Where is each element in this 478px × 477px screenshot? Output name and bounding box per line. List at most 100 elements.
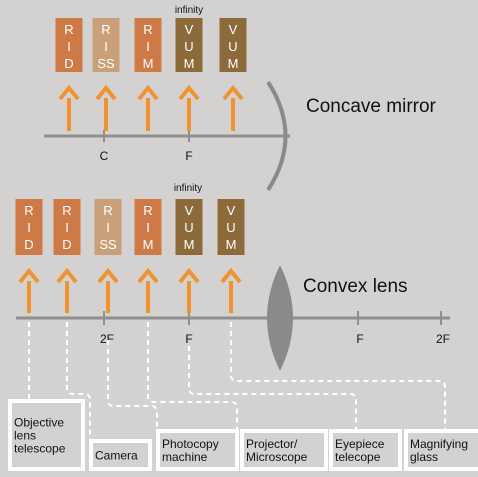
lens-image-6-letter-1: V (227, 203, 236, 218)
lens-arrow-head-1 (18, 267, 40, 284)
lens-image-2-letter-2: I (65, 220, 69, 235)
use-connectors (28, 322, 446, 440)
use-connector-6 (230, 322, 446, 430)
mirror-image-box-2 (92, 18, 120, 72)
use-box-4-line-1: Projector/ (246, 437, 298, 451)
lens-image-box-6 (217, 199, 245, 255)
lens-image-5: VUM (175, 199, 203, 313)
use-box-inner-4 (244, 433, 324, 467)
use-box-3-line-1: Photocopy (162, 437, 219, 451)
lens-image-1-letter-1: R (24, 203, 33, 218)
use-box-2-line-1: Camera (95, 449, 138, 463)
use-box-5-line-2: telecope (335, 450, 381, 464)
mirror-image-4-letter-1: V (185, 22, 194, 37)
mirror-image-3-letter-1: R (143, 22, 152, 37)
mirror-image-3: RIM (134, 18, 162, 131)
lens-image-1-letter-2: I (27, 220, 31, 235)
mirror-image-box-4 (175, 18, 203, 72)
use-connector-3 (107, 340, 158, 430)
use-box-4-line-2: Microscope (246, 450, 308, 464)
mirror-image-5-letter-1: V (229, 22, 238, 37)
lens-image-5-letter-2: U (184, 220, 193, 235)
mirror-image-5: VUM (219, 18, 247, 131)
mirror-image-1-letter-2: I (67, 39, 71, 54)
mirror-arrow-head-1 (58, 84, 80, 101)
lens-image-1: RID (15, 199, 43, 313)
mirror-image-5-letter-2: U (228, 39, 237, 54)
mirror-infinity-label: infinity (175, 5, 203, 16)
convex-lens-shape (267, 265, 293, 371)
mirror-arrow-head-2 (95, 84, 117, 101)
mirror-image-1: RID (55, 18, 83, 131)
lens-section: 2F F F 2F infinity Convex lens RIDRIDRIS… (15, 183, 450, 371)
lens-point-2f-right: 2F (436, 332, 450, 346)
mirror-arrow-head-3 (137, 84, 159, 101)
use-box-1-line-1: Objective (14, 416, 64, 430)
use-box-inner-6 (408, 433, 478, 467)
use-box-2: Camera (89, 439, 152, 471)
lens-arrow-head-4 (137, 267, 159, 284)
mirror-image-2-letter-3: SS (97, 56, 115, 71)
mirror-image-4-letter-3: M (184, 56, 195, 71)
lens-image-2: RID (53, 199, 81, 313)
mirror-image-5-letter-3: M (228, 56, 239, 71)
mirror-arrow-head-4 (178, 84, 200, 101)
lens-image-2-letter-3: D (62, 237, 71, 252)
lens-image-4: RIM (134, 199, 162, 313)
use-box-inner-1 (12, 403, 81, 467)
mirror-image-2: RI SS (92, 18, 120, 131)
lens-title: Convex lens (303, 276, 408, 297)
mirror-image-box-1 (55, 18, 83, 72)
lens-image-box-3 (94, 199, 122, 255)
lens-arrow-head-2 (56, 267, 78, 284)
lens-image-2-letter-1: R (62, 203, 71, 218)
lens-image-3-letter-2: I (106, 220, 110, 235)
lens-image-6: VUM (217, 199, 245, 313)
concave-mirror-shape (266, 80, 288, 192)
mirror-image-1-letter-1: R (64, 22, 73, 37)
use-box-1-line-3: telescope (14, 442, 66, 456)
lens-image-3-letter-1: R (103, 203, 112, 218)
lens-image-4-letter-3: M (143, 237, 154, 252)
use-box-6-line-1: Magnifying (410, 437, 468, 451)
mirror-point-c: C (100, 149, 109, 163)
lens-image-4-letter-1: R (143, 203, 152, 218)
use-box-inner-3 (160, 433, 235, 467)
use-box-3-line-2: machine (162, 450, 208, 464)
mirror-image-box-5 (219, 18, 247, 72)
lens-image-5-letter-1: V (185, 203, 194, 218)
lens-image-5-letter-3: M (184, 237, 195, 252)
mirror-image-4-letter-2: U (184, 39, 193, 54)
lens-image-6-letter-2: U (226, 220, 235, 235)
lens-point-f-left: F (185, 332, 192, 346)
use-box-5-line-1: Eyepiece (335, 437, 385, 451)
use-box-inner-5 (333, 433, 398, 467)
lens-arrow-head-3 (97, 267, 119, 284)
lens-arrow-head-5 (178, 267, 200, 284)
lens-image-box-4 (134, 199, 162, 255)
lens-image-box-1 (15, 199, 43, 255)
lens-image-3-letter-3: SS (99, 237, 117, 252)
lens-point-2f-left: 2F (100, 332, 114, 346)
use-box-1-line-2: lens (14, 429, 36, 443)
mirror-image-3-letter-2: I (146, 39, 150, 54)
mirror-image-4: VUM (175, 18, 203, 131)
mirror-image-2-letter-1: R (101, 22, 110, 37)
use-box-6-line-2: glass (410, 450, 438, 464)
use-box-inner-2 (93, 443, 148, 467)
lens-image-4-letter-2: I (146, 220, 150, 235)
lens-arrow-head-6 (220, 267, 242, 284)
use-connector-2 (66, 322, 91, 440)
lens-image-3: RI SS (94, 199, 122, 313)
use-box-4: Projector/Microscope (240, 429, 328, 471)
mirror-image-2-letter-2: I (104, 39, 108, 54)
mirror-arrow-head-5 (222, 84, 244, 101)
lens-image-6-letter-3: M (226, 237, 237, 252)
